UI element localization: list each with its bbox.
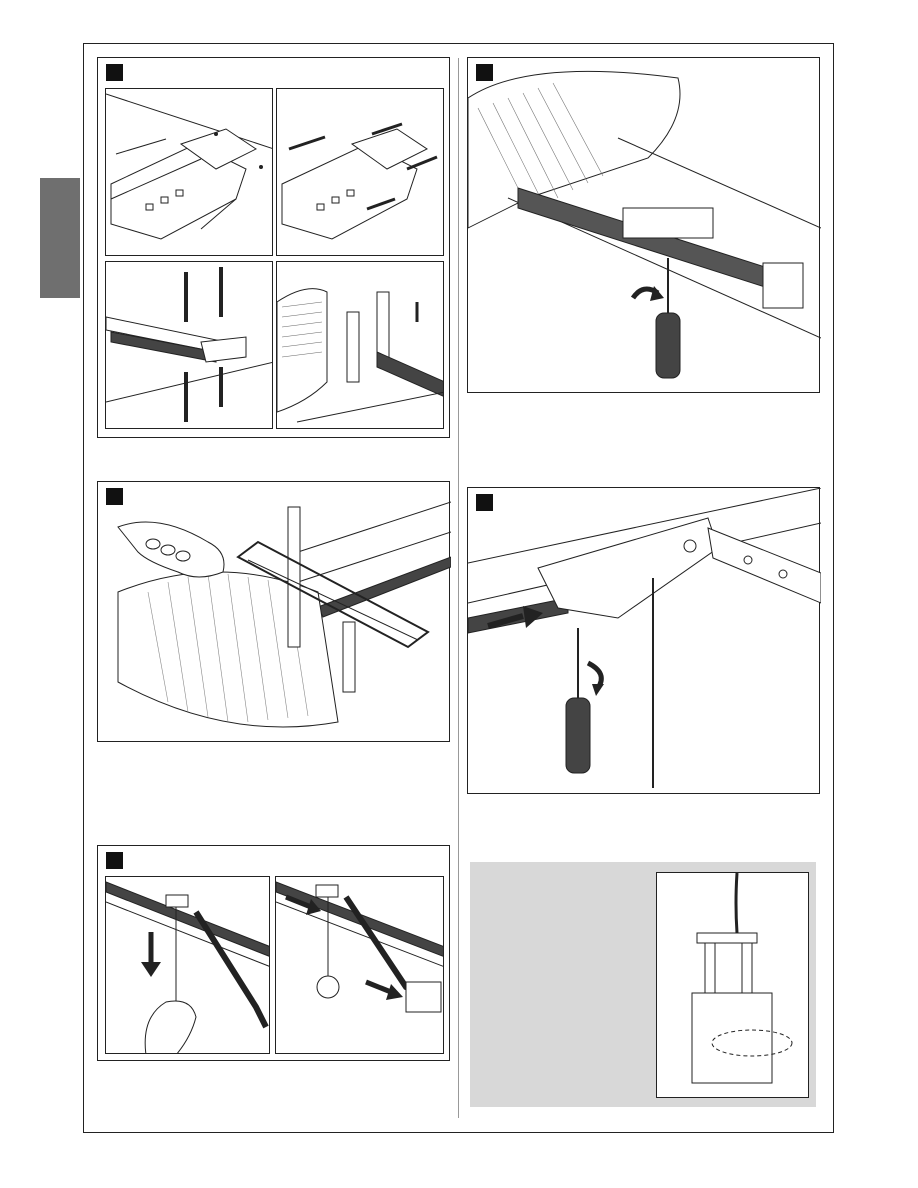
slide-lock-illustration (468, 488, 821, 795)
cover-bracket-illustration (277, 262, 444, 429)
bracket-panel-3 (105, 261, 273, 429)
bracket-ceiling-illustration (106, 262, 273, 429)
figure-bracket-fixing (97, 57, 450, 438)
release-panel-2 (275, 876, 444, 1054)
note-illustration-frame (656, 872, 809, 1098)
bracket-panel-4 (276, 261, 444, 429)
arrow-icon (141, 932, 161, 977)
column-divider (458, 58, 459, 1118)
section-tab (40, 178, 80, 298)
release-knob-illustration (276, 877, 444, 1054)
figure-number-badge (106, 852, 123, 869)
rotate-arrow-icon (588, 663, 604, 696)
figure-number-badge (476, 494, 493, 511)
bracket-panel-1 (105, 88, 273, 256)
screwdriver-icon (656, 258, 680, 378)
hand-icon (145, 1001, 196, 1054)
bracket-screws-illustration (277, 89, 444, 256)
figure-number-badge (106, 488, 123, 505)
arrow-icon (366, 982, 403, 1000)
release-panel-1 (105, 876, 270, 1054)
figure-slide-lock (467, 487, 820, 794)
figure-cover-cutting (97, 481, 450, 742)
figure-number-badge (476, 64, 493, 81)
bracket-wall-illustration (106, 89, 273, 256)
cover-saw-illustration (98, 482, 451, 743)
limit-switch-illustration (657, 873, 810, 1099)
screwdriver-icon (566, 628, 590, 773)
rotate-arrow-icon (633, 286, 664, 301)
figure-trolley-release (97, 845, 450, 1061)
pull-cord-illustration (106, 877, 270, 1054)
belt-screw-illustration (468, 58, 821, 394)
bracket-strip (288, 507, 300, 647)
bracket-panel-2 (276, 88, 444, 256)
figure-number-badge (106, 64, 123, 81)
hand-icon (118, 522, 224, 577)
figure-belt-mount (467, 57, 820, 393)
